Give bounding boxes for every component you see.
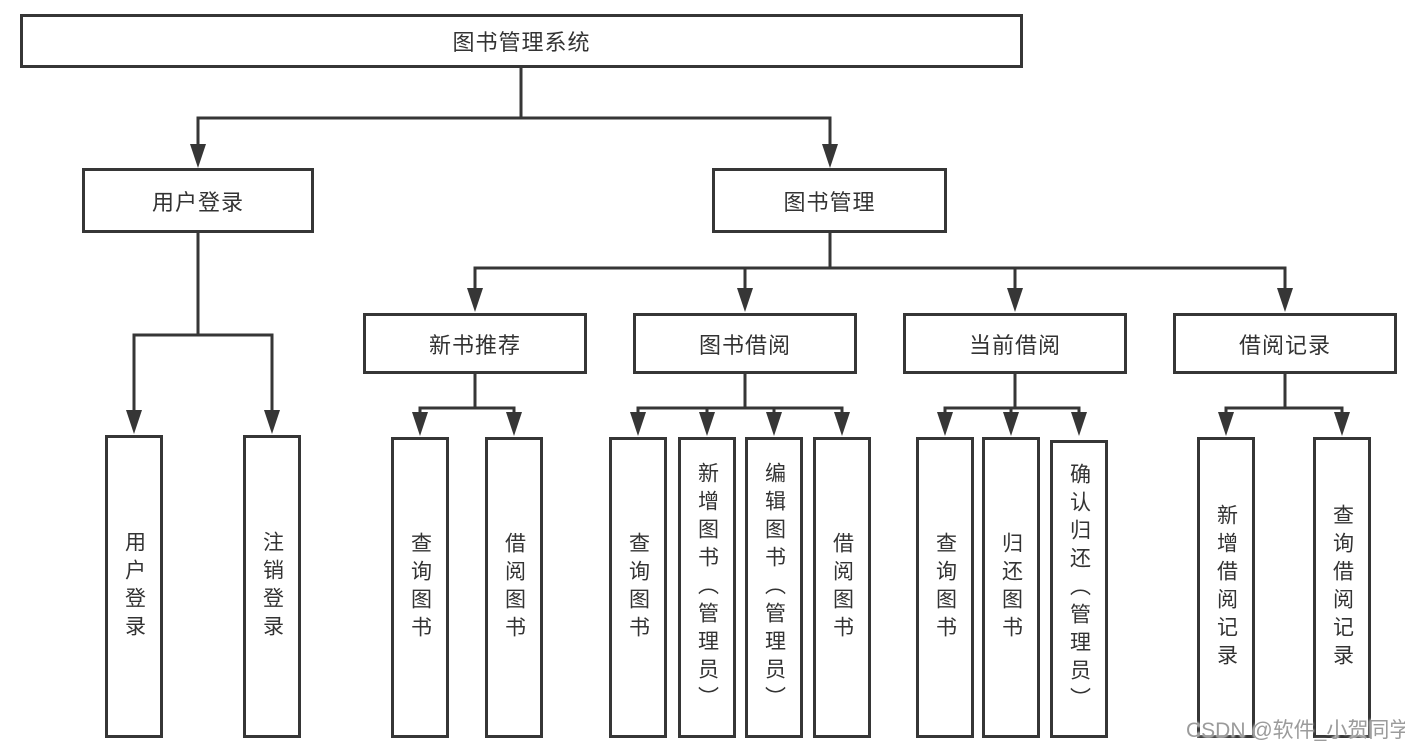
node-bb-borrow-books: 借阅图书 (813, 437, 871, 738)
node-cb-query-books: 查询图书 (916, 437, 974, 738)
node-nbr-query-books: 查询图书 (391, 437, 449, 738)
node-br-add-record: 新增借阅记录 (1197, 437, 1255, 738)
node-user-login-group: 用户登录 (82, 168, 314, 233)
connector-new-book-recommend-to-children (412, 372, 522, 436)
node-br-query-record: 查询借阅记录 (1313, 437, 1371, 738)
watermark: CSDN @软件_小贺同学 (1186, 719, 1405, 742)
node-user-login-leaf: 用户登录 (105, 435, 163, 738)
node-logout-leaf: 注销登录 (243, 435, 301, 738)
node-bb-edit-books-admin: 编辑图书（管理员） (745, 437, 803, 738)
node-book-management-group: 图书管理 (712, 168, 947, 233)
connector-book-borrowing-to-children (630, 372, 850, 436)
node-cb-confirm-return-admin: 确认归还（管理员） (1050, 440, 1108, 738)
node-cb-return-books: 归还图书 (982, 437, 1040, 738)
node-new-book-recommend: 新书推荐 (363, 313, 587, 374)
node-borrowing-records: 借阅记录 (1173, 313, 1397, 374)
node-current-borrowing: 当前借阅 (903, 313, 1127, 374)
connector-user-login-to-children (126, 231, 280, 434)
node-library-system: 图书管理系统 (20, 14, 1023, 68)
node-bb-add-books-admin: 新增图书（管理员） (678, 437, 736, 738)
node-nbr-borrow-books: 借阅图书 (485, 437, 543, 738)
connector-current-borrowing-to-children (937, 372, 1087, 436)
node-book-borrowing: 图书借阅 (633, 313, 857, 374)
node-bb-query-books: 查询图书 (609, 437, 667, 738)
connector-borrowing-records-to-children (1218, 372, 1350, 436)
connector-book-management-to-level3 (467, 231, 1293, 312)
connector-root-to-level2 (190, 66, 838, 168)
